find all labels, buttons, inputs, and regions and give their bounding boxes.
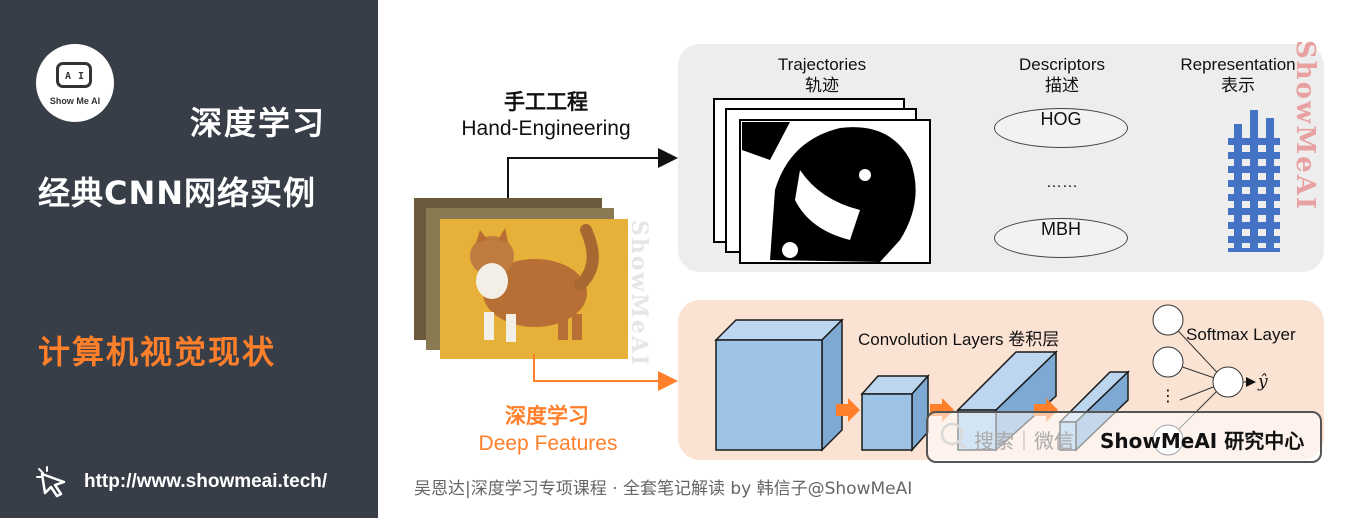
descriptors-header: Descriptors 描述	[992, 54, 1132, 96]
vertical-watermark-right: ShowMeAI	[1290, 40, 1320, 211]
deep-learning-cn-label: 深度学习	[464, 400, 630, 430]
search-watermark-text: 搜索｜微信	[974, 425, 1074, 454]
output-yhat: ŷ	[1258, 372, 1268, 392]
trajectory-frames	[714, 99, 930, 263]
hand-engineering-en-label: Hand-Engineering	[440, 117, 652, 141]
hand-engineering-cn-label: 手工工程	[446, 86, 646, 116]
softmax-layer-label: Softmax Layer	[1186, 325, 1296, 345]
brand-watermark-text: ShowMeAI 研究中心	[1100, 425, 1304, 454]
descriptor-ellipsis: ……	[1030, 174, 1094, 192]
deep-features-en-label: Deep Features	[458, 432, 638, 456]
trajectories-en: Trajectories	[752, 54, 892, 75]
footer-credit: 吴恩达|深度学习专项课程 · 全套笔记解读 by 韩信子@ShowMeAI	[414, 474, 912, 499]
vertical-watermark-center: ShowMeAI	[626, 220, 652, 367]
hand-engineering-arrow	[508, 158, 674, 198]
representation-histogram	[1228, 110, 1280, 252]
hog-descriptor: HOG	[994, 108, 1128, 148]
convolution-layers-label: Convolution Layers 卷积层	[858, 325, 1059, 350]
descriptors-en: Descriptors	[992, 54, 1132, 75]
trajectories-header: Trajectories 轨迹	[752, 54, 892, 96]
neuron-dots: ⋮	[1160, 386, 1176, 405]
cnn-input-cube	[716, 320, 842, 450]
cat-image-stack	[414, 198, 628, 359]
mbh-descriptor: MBH	[994, 218, 1128, 258]
descriptors-cn: 描述	[992, 75, 1132, 96]
cnn-conv-cube-1	[862, 376, 928, 450]
trajectories-cn: 轨迹	[752, 75, 892, 96]
